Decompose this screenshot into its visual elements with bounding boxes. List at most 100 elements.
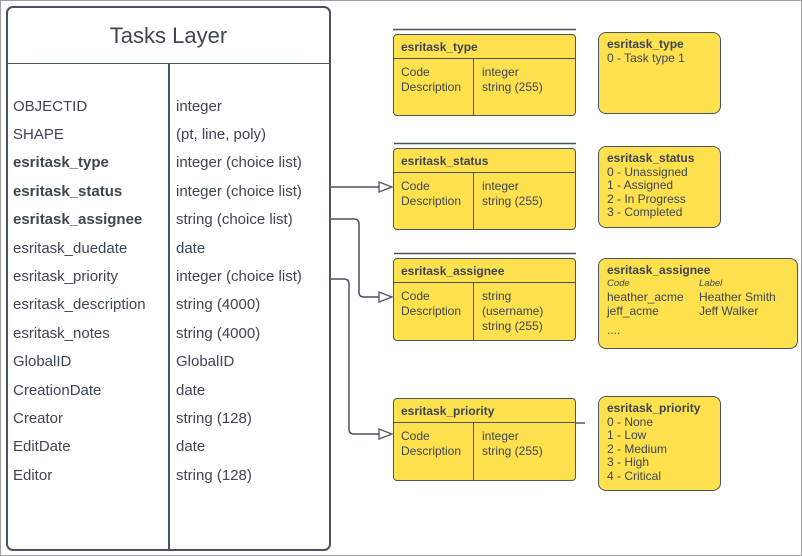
code-table-body: Code Description integer string (255) [394, 59, 575, 115]
field-name: GlobalID [13, 353, 72, 371]
domain-box-esritask-priority: esritask_priority 0 - None 1 - Low 2 - M… [598, 396, 721, 491]
code-table-title: esritask_type [394, 35, 575, 59]
field-row-globalid: GlobalID GlobalID [8, 348, 329, 376]
code-type: integer [482, 65, 519, 79]
field-type: string (choice list) [176, 211, 293, 229]
field-row-esritask-priority: esritask_priority integer (choice list) [8, 262, 329, 290]
field-name: CreationDate [13, 381, 102, 399]
field-name: esritask_priority [13, 268, 119, 286]
code-column-header: Code [607, 277, 630, 289]
code-type: integer [482, 429, 519, 443]
description-type: string (255) [482, 80, 543, 94]
field-type: integer (choice list) [176, 182, 302, 200]
assignee-label: Heather Smith [699, 289, 776, 304]
domain-box-esritask-assignee: esritask_assignee Code Label heather_acm… [598, 258, 798, 349]
domain-value: 1 - Assigned [607, 178, 674, 192]
field-type: string (4000) [176, 324, 261, 342]
field-type: date [176, 239, 206, 257]
label-column-header: Label [699, 277, 723, 289]
arrowhead-status [378, 181, 394, 193]
code-table-body: Code Description integer string (255) [394, 423, 575, 480]
description-label: Description [401, 444, 462, 458]
description-label: Description [401, 304, 462, 318]
field-type: integer (choice list) [176, 154, 302, 172]
domain-value: 3 - Completed [607, 205, 683, 219]
code-table-body: Code Description string (username) strin… [394, 283, 575, 340]
field-row-objectid: OBJECTID integer [8, 92, 329, 120]
field-row-esritask-description: esritask_description string (4000) [8, 291, 329, 319]
field-name: esritask_status [13, 182, 123, 200]
description-label: Description [401, 194, 462, 208]
domain-value: 0 - Task type 1 [607, 50, 685, 65]
field-type: GlobalID [176, 353, 235, 371]
field-type: string (128) [176, 409, 252, 427]
code-label: Code [401, 65, 430, 79]
field-name: Creator [13, 409, 64, 427]
description-type: string (255) [482, 444, 543, 458]
tasks-layer-title: Tasks Layer [8, 8, 329, 64]
field-row-esritask-status: esritask_status integer (choice list) [8, 177, 329, 205]
description-label: Description [401, 80, 462, 94]
domain-title: esritask_assignee [607, 263, 711, 277]
field-row-esritask-duedate: esritask_duedate date [8, 234, 329, 262]
description-type: string (255) [482, 194, 543, 208]
field-row-esritask-assignee: esritask_assignee string (choice list) [8, 206, 329, 234]
code-label: Code [401, 289, 430, 303]
field-row-creator: Creator string (128) [8, 404, 329, 432]
field-type: date [176, 438, 206, 456]
assignee-code: jeff_acme [607, 303, 659, 318]
field-name: SHAPE [13, 126, 64, 144]
code-table-esritask-assignee: esritask_assignee Code Description strin… [393, 258, 576, 341]
code-label: Code [401, 429, 430, 443]
domain-title: esritask_priority [607, 401, 701, 415]
domain-value: 0 - None [607, 414, 654, 429]
arrowhead-assignee [378, 291, 394, 303]
tasks-layer-column-divider [168, 64, 170, 549]
field-row-shape: SHAPE (pt, line, poly) [8, 120, 329, 148]
field-type: (pt, line, poly) [176, 126, 267, 144]
field-type: string (128) [176, 466, 252, 484]
field-name: esritask_description [13, 296, 146, 314]
code-table-body: Code Description integer string (255) [394, 173, 575, 229]
field-name: esritask_type [13, 154, 109, 172]
field-row-creationdate: CreationDate date [8, 376, 329, 404]
field-name: EditDate [13, 438, 71, 456]
tasks-layer-table: Tasks Layer OBJECTID integer SHAPE (pt, … [6, 6, 331, 551]
tasks-layer-field-list: OBJECTID integer SHAPE (pt, line, poly) … [8, 92, 329, 489]
arrowhead-priority [378, 428, 394, 440]
domain-box-esritask-type: esritask_type 0 - Task type 1 [598, 32, 721, 114]
field-row-editdate: EditDate date [8, 433, 329, 461]
connector-priority [331, 278, 379, 435]
domain-value: 3 - High [607, 455, 650, 469]
domain-value: 2 - Medium [607, 441, 668, 456]
assignee-code: heather_acme [607, 289, 684, 304]
code-table-title: esritask_priority [394, 399, 575, 423]
code-type: string (username) [482, 289, 544, 318]
domain-title: esritask_status [607, 151, 695, 165]
field-type: integer [176, 97, 222, 115]
code-table-title: esritask_status [394, 149, 575, 173]
domain-box-esritask-status: esritask_status 0 - Unassigned 1 - Assig… [598, 146, 721, 228]
domain-value: 1 - Low [607, 428, 647, 442]
field-row-esritask-type: esritask_type integer (choice list) [8, 149, 329, 177]
domain-value: 0 - Unassigned [607, 164, 688, 179]
assignee-domain-grid: Code Label heather_acme Heather Smith je… [607, 278, 789, 318]
domain-title: esritask_type [607, 37, 684, 51]
field-type: string (4000) [176, 296, 261, 314]
domain-value: 2 - In Progress [607, 191, 686, 206]
code-table-title: esritask_assignee [394, 259, 575, 283]
assignee-more-indicator: .... [607, 322, 621, 337]
code-table-esritask-status: esritask_status Code Description integer… [393, 148, 576, 230]
code-table-esritask-type: esritask_type Code Description integer s… [393, 34, 576, 116]
field-name: OBJECTID [13, 97, 88, 115]
field-name: esritask_notes [13, 324, 110, 342]
field-name: esritask_assignee [13, 211, 143, 229]
field-name: esritask_duedate [13, 239, 128, 257]
domain-value: 4 - Critical [607, 468, 662, 483]
description-type: string (255) [482, 319, 543, 333]
field-name: Editor [13, 466, 53, 484]
field-row-esritask-notes: esritask_notes string (4000) [8, 319, 329, 347]
code-table-esritask-priority: esritask_priority Code Description integ… [393, 398, 576, 481]
field-type: date [176, 381, 206, 399]
